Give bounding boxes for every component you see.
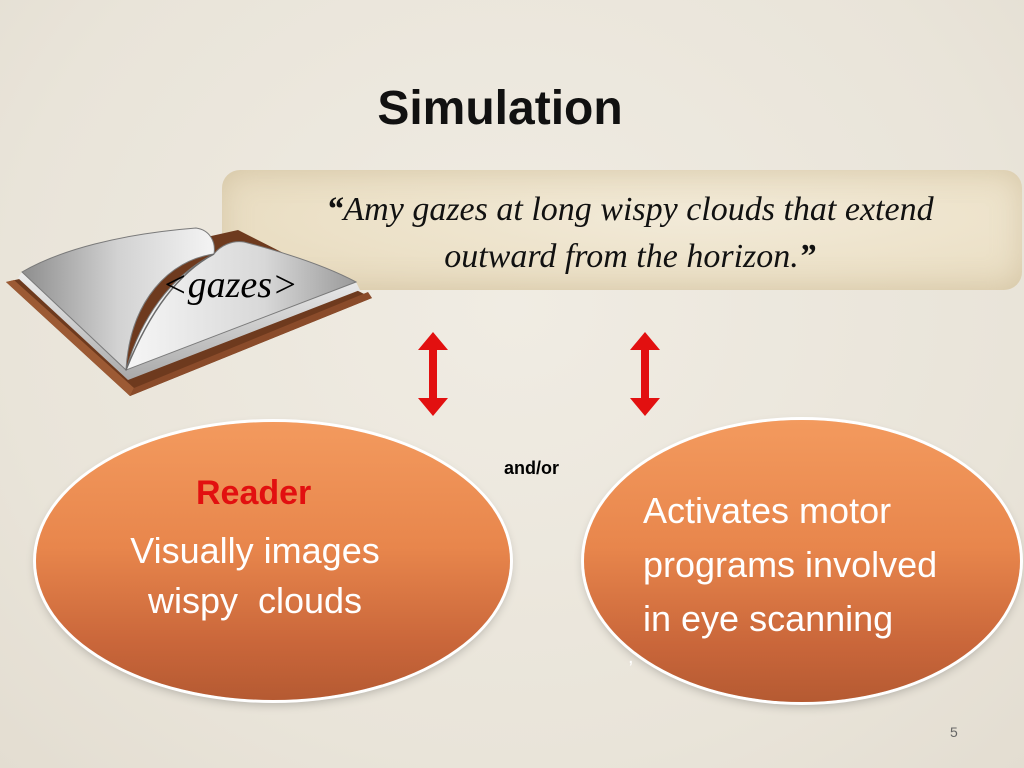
quote-line-1: Amy gazes at long wispy clouds that exte… [343, 191, 934, 228]
motor-line-3: in eye scanning [643, 598, 894, 639]
stray-mark: , [628, 646, 634, 668]
motor-ellipse [584, 420, 1020, 702]
connector-label: and/or [504, 458, 560, 478]
quote-close-mark: ” [798, 238, 816, 275]
reader-ellipse [36, 422, 510, 700]
book-label: <gazes> [162, 264, 298, 306]
reader-line-2: wispy clouds [147, 580, 363, 621]
reader-line-1: Visually images [130, 530, 380, 571]
quote-open-mark: “ [326, 191, 344, 228]
reader-heading: Reader [196, 474, 312, 512]
motor-description: Activates motor programs involved in eye… [643, 484, 1003, 646]
quote-box [222, 170, 1022, 290]
motor-line-2: programs involved [643, 544, 938, 585]
double-vertical-arrow-icon [418, 332, 448, 416]
double-vertical-arrow-icon [630, 332, 660, 416]
reader-description: Visually images wispy clouds [100, 526, 410, 626]
quote-line-2: outward from the horizon. [444, 238, 799, 275]
quote-text: “Amy gazes at long wispy clouds that ext… [250, 186, 1010, 280]
slide-number: 5 [950, 724, 958, 740]
open-book-icon [6, 227, 372, 396]
motor-line-1: Activates motor [643, 490, 892, 531]
slide-title: Simulation [377, 82, 623, 135]
